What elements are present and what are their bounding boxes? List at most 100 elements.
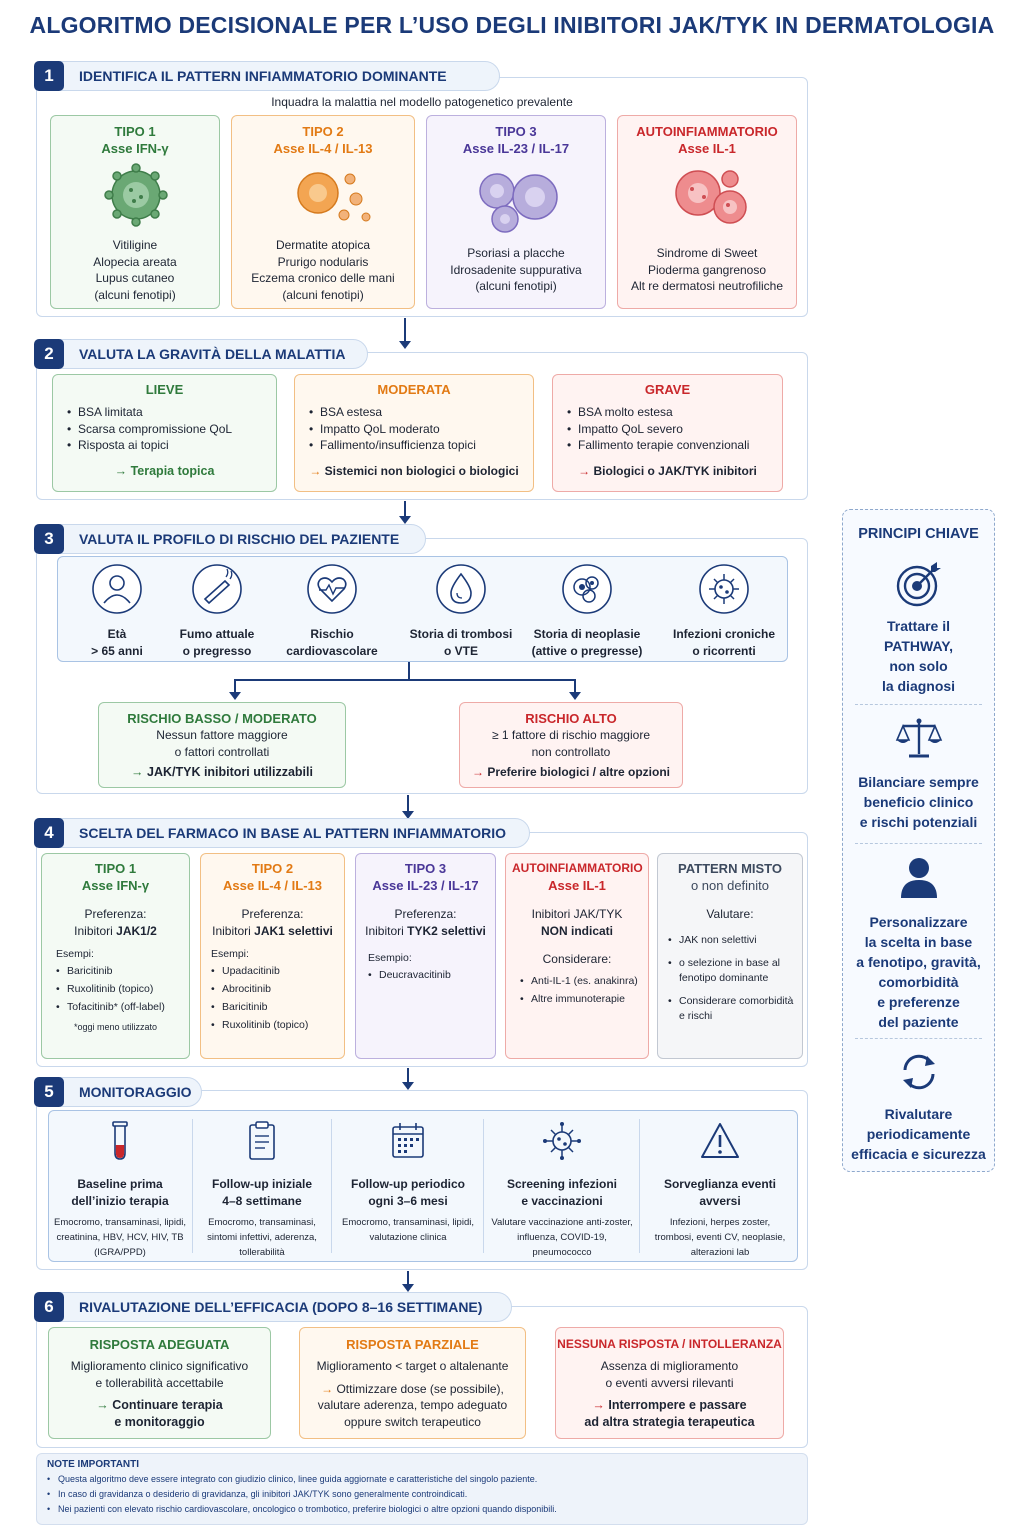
outcome-text: ad altra strategia terapeutica	[584, 1415, 755, 1429]
section-header: VALUTA LA GRAVITÀ DELLA MALATTIA	[34, 339, 368, 369]
response-detail: Assenza di miglioramento	[600, 1359, 739, 1373]
criteria-item: BSA limitata	[67, 404, 262, 421]
arrow-glyph: →	[96, 1398, 109, 1412]
test-tube-icon	[112, 1121, 128, 1160]
criteria-item: BSA molto estesa	[567, 404, 768, 421]
card-title: RISCHIO ALTO	[525, 711, 617, 726]
step-number: 3	[34, 524, 64, 554]
risk-factor-detail: o VTE	[443, 643, 478, 658]
principle-line: Personalizzare	[869, 914, 968, 930]
response-card-partial: RISPOSTA PARZIALE Miglioramento < target…	[299, 1327, 526, 1439]
disease-item: Vitiligine	[112, 238, 158, 252]
outcome-text: oppure switch terapeutico	[344, 1414, 481, 1429]
drug-item: Altre immunoterapie	[520, 990, 642, 1008]
card-title: RISPOSTA ADEGUATA	[89, 1337, 230, 1352]
risk-factor-label: Storia di neoplasie	[533, 627, 641, 641]
note-item: In caso di gravidanza o desiderio di gra…	[47, 1487, 797, 1502]
examples-label: Esempi:	[56, 948, 94, 960]
flow-arrow	[229, 679, 241, 700]
disease-item: Dermatite atopica	[275, 238, 371, 252]
flow-arrow	[402, 1068, 414, 1090]
col-title: AUTOINFIAMMATORIO	[512, 861, 643, 875]
divider	[331, 1119, 332, 1253]
monitoring-panel: Baseline prima dell’inizio terapia Emocr…	[48, 1110, 798, 1262]
monitor-title: Sorveglianza eventi	[663, 1177, 777, 1191]
criteria-item: Fallimento terapie convenzionali	[567, 437, 768, 454]
monitor-subtitle: dell’inizio terapia	[71, 1193, 169, 1208]
divider	[855, 704, 982, 705]
monitor-title: Baseline prima	[77, 1177, 163, 1191]
col-subtitle: Asse IL-1	[548, 878, 606, 893]
risk-detail: ≥ 1 fattore di rischio maggiore	[492, 728, 650, 742]
principle-line: Trattare il	[886, 618, 951, 634]
flow-arrow	[402, 795, 414, 819]
virus-icon	[699, 564, 749, 614]
sidebar-title: PRINCIPI CHIAVE	[858, 526, 979, 542]
person-icon	[900, 858, 937, 898]
principle-line: la diagnosi	[881, 678, 956, 694]
monitor-subtitle: 4–8 settimane	[222, 1193, 302, 1208]
col-title: TIPO 1	[94, 861, 137, 876]
card-subtitle: Asse IFN-γ	[101, 141, 169, 156]
arrow-glyph: →	[131, 765, 144, 779]
risk-factor-label: Fumo attuale	[179, 627, 255, 641]
disease-item: Pioderma gangrenoso	[647, 262, 767, 277]
card-title: LIEVE	[145, 382, 184, 397]
option-item: JAK non selettivi	[668, 933, 796, 948]
risk-factor-detail: cardiovascolare	[286, 643, 378, 658]
outcome-text: Biologici o JAK/TYK inibitori	[593, 463, 757, 478]
divider	[639, 1119, 640, 1253]
risk-factor-label: Infezioni croniche	[672, 627, 775, 641]
monitor-detail: Emocromo, transaminasi, lipidi, creatini…	[54, 1217, 186, 1258]
arrow-glyph: →	[578, 463, 591, 478]
disease-item: Lupus cutaneo	[95, 271, 175, 285]
red-cells-icon	[675, 170, 747, 224]
outcome-text: valutare aderenza, tempo adeguato	[317, 1398, 508, 1412]
monitor-subtitle: ogni 3–6 mesi	[368, 1193, 448, 1208]
key-principles-panel: PRINCIPI CHIAVE Trattare il PATHWAY, non…	[842, 509, 995, 1172]
preference-prefix: Inibitori	[74, 923, 117, 938]
section-header: RIVALUTAZIONE DELL’EFFICACIA (DOPO 8–16 …	[34, 1292, 512, 1322]
arrow-glyph: →	[321, 1381, 334, 1396]
criteria-item: Scarsa compromissione QoL	[67, 421, 262, 438]
risk-factor-label: Storia di trombosi	[409, 627, 513, 641]
risk-factor-detail: o pregresso	[182, 643, 252, 658]
section-header: IDENTIFICA IL PATTERN INFIAMMATORIO DOMI…	[34, 61, 500, 91]
risk-factor-label: Rischio	[310, 627, 354, 641]
principle-line: Rivalutare	[884, 1106, 953, 1122]
principle-line: e preferenze	[877, 994, 960, 1010]
criteria-item: Fallimento/insufficienza topici	[309, 437, 519, 454]
green-cell-icon	[104, 163, 168, 227]
drug-item: Tofacitinib* (off-label)	[56, 998, 181, 1016]
drug-item: Abrocitinib	[211, 980, 336, 998]
step-number: 2	[34, 339, 64, 369]
drug-item: Ruxolitinib (topico)	[56, 980, 181, 998]
principle-line: a fenotipo, gravità,	[856, 954, 981, 970]
principle-line: comorbidità	[878, 974, 959, 990]
principle-line: Bilanciare sempre	[858, 774, 979, 790]
branch-connector	[408, 662, 410, 680]
card-title: NESSUNA RISPOSTA / INTOLLERANZA	[557, 1337, 782, 1351]
notes-box: NOTE IMPORTANTI Questa algoritmo deve es…	[36, 1453, 808, 1525]
warning-icon	[701, 1123, 739, 1158]
drug-col-mixed: PATTERN MISTO o non definito Valutare: J…	[657, 853, 803, 1059]
col-subtitle: Asse IFN-γ	[81, 878, 150, 893]
severity-card-moderate: MODERATA BSA estesa Impatto QoL moderato…	[294, 374, 534, 492]
pattern-card-type2: TIPO 2 Asse IL-4 / IL-13 Dermatite atopi…	[231, 115, 415, 309]
outcome-text: Interrompere e passare	[608, 1398, 747, 1412]
pattern-card-type3: TIPO 3 Asse IL-23 / IL-17 Psoriasi a pla…	[426, 115, 606, 309]
principle-line: PATHWAY,	[884, 638, 953, 654]
notes-title: NOTE IMPORTANTI	[47, 1459, 140, 1470]
principle-line: la scelta in base	[864, 934, 973, 950]
risk-high-card: RISCHIO ALTO ≥ 1 fattore di rischio magg…	[459, 702, 683, 788]
drug-item: Ruxolitinib (topico)	[211, 1016, 336, 1034]
risk-factors-panel: Età > 65 anni Fumo attuale o pregresso R…	[57, 556, 788, 662]
risk-factor-detail: > 65 anni	[91, 643, 143, 658]
section-header: VALUTA IL PROFILO DI RISCHIO DEL PAZIENT…	[34, 524, 426, 554]
principle-line: efficacia e sicurezza	[851, 1146, 986, 1162]
drug-item: Baricitinib	[56, 962, 181, 980]
step-number: 4	[34, 818, 64, 848]
principle-line: non solo	[889, 658, 948, 674]
step-number: 6	[34, 1292, 64, 1322]
arrow-glyph: →	[114, 463, 128, 478]
